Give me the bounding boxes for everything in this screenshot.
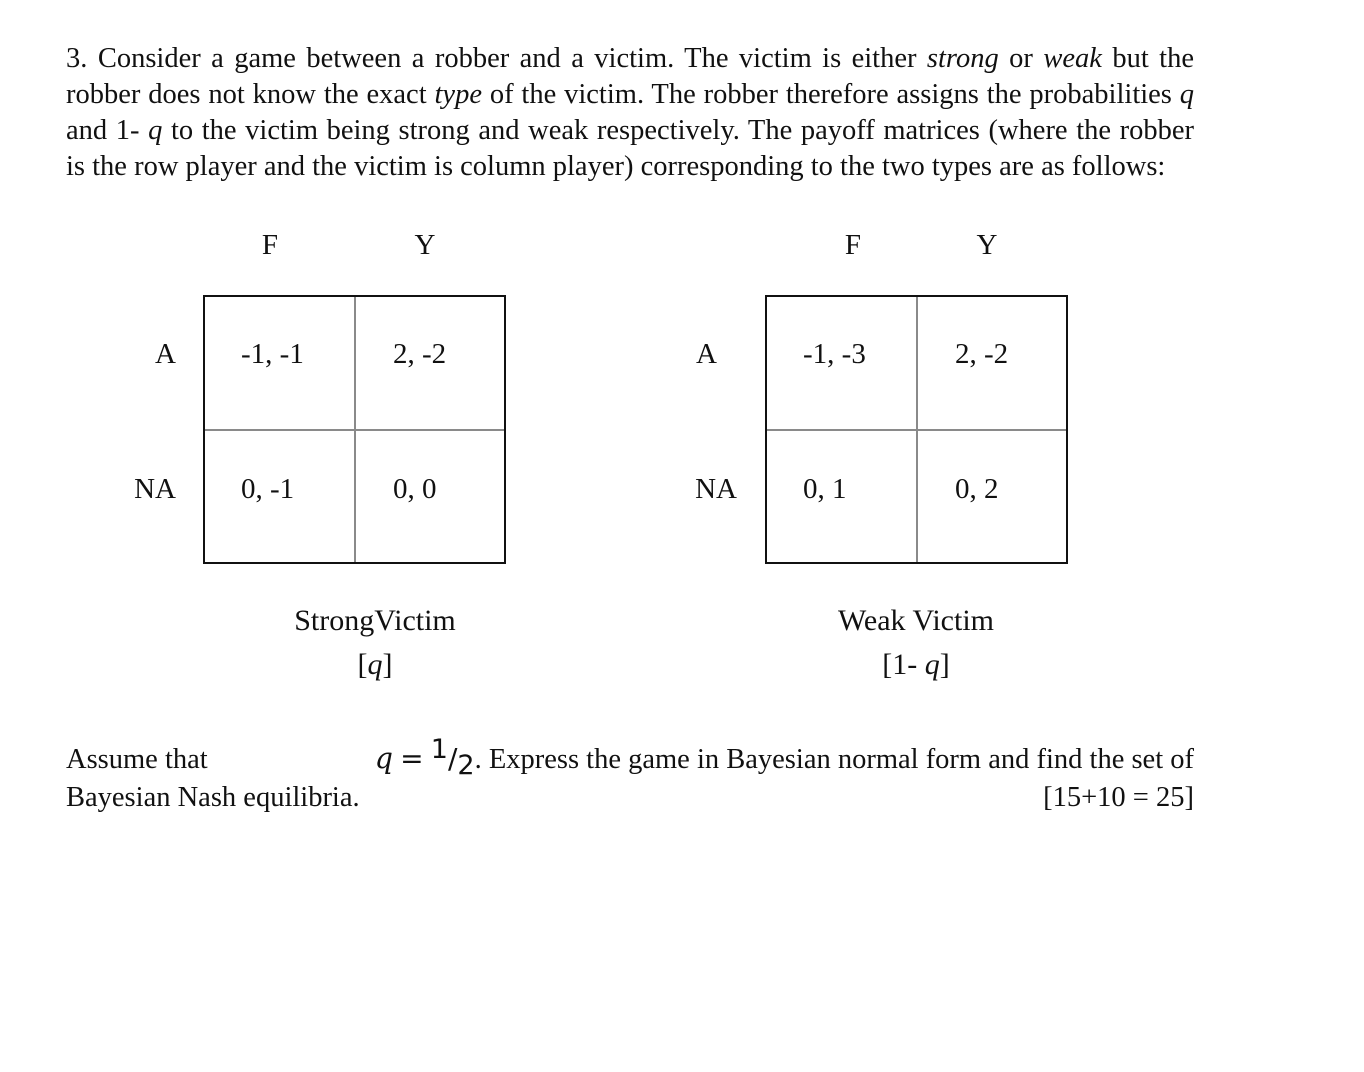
- formula: q = 1/2. Express the game in Bayesian no…: [374, 734, 1194, 781]
- row-label-a: A: [696, 338, 717, 370]
- column-label-y: Y: [414, 229, 436, 261]
- task-text: Bayesian Nash equilibria.: [66, 782, 360, 813]
- column-label-y: Y: [976, 229, 998, 261]
- marks-label: [15+10 = 25]: [1043, 782, 1194, 813]
- intro-text: or: [998, 43, 1044, 74]
- row-label-a: A: [155, 338, 176, 370]
- payoff-cell: -1, -3: [803, 338, 866, 370]
- intro-q: q: [148, 115, 163, 146]
- row-label-na: NA: [695, 473, 737, 505]
- intro-text: to the victim being strong and weak resp…: [66, 115, 1195, 182]
- row-label-na: NA: [134, 473, 176, 505]
- question-task: Assume that q = 1/2. Express the game in…: [66, 734, 1194, 817]
- task-line: Bayesian Nash equilibria. [15+10 = 25]: [66, 779, 1194, 817]
- column-label-f: F: [844, 229, 862, 261]
- task-line: Assume that q = 1/2. Express the game in…: [66, 734, 1194, 781]
- payoff-cell: 0, -1: [241, 473, 295, 505]
- matrix-caption: Weak Victim: [837, 604, 995, 637]
- intro-weak: weak: [1043, 43, 1102, 74]
- matrix-caption: StrongVictim: [294, 604, 456, 637]
- payoff-cell: 2, -2: [955, 338, 1009, 370]
- payoff-cell: 2, -2: [393, 338, 447, 370]
- payoff-cell: -1, -1: [241, 338, 304, 370]
- payoff-matrix-strong: [203, 295, 506, 564]
- question-intro: 3. Consider a game between a robber and …: [66, 41, 1194, 185]
- intro-text: of the victim. The robber therefore assi…: [481, 79, 1180, 110]
- intro-text: but the robber does not know the exact: [66, 43, 1194, 110]
- payoff-matrix-weak: [765, 295, 1068, 564]
- payoff-cell: 0, 1: [803, 473, 847, 505]
- intro-text: and 1-: [66, 115, 149, 146]
- intro-q: q: [1179, 79, 1195, 110]
- matrix-divider: [767, 429, 1066, 431]
- matrix-probability: [q]: [357, 648, 393, 681]
- matrix-divider: [205, 429, 504, 431]
- intro-strong: strong: [926, 43, 999, 74]
- intro-text: Consider a game between a robber and a v…: [97, 43, 927, 74]
- column-label-f: F: [261, 229, 279, 261]
- matrix-probability: [1- q]: [882, 648, 950, 681]
- payoff-cell: 0, 0: [393, 473, 437, 505]
- question-number: 3.: [66, 43, 88, 74]
- payoff-cell: 0, 2: [955, 473, 999, 505]
- assume-word: Assume that: [66, 744, 208, 775]
- intro-type: type: [434, 79, 482, 110]
